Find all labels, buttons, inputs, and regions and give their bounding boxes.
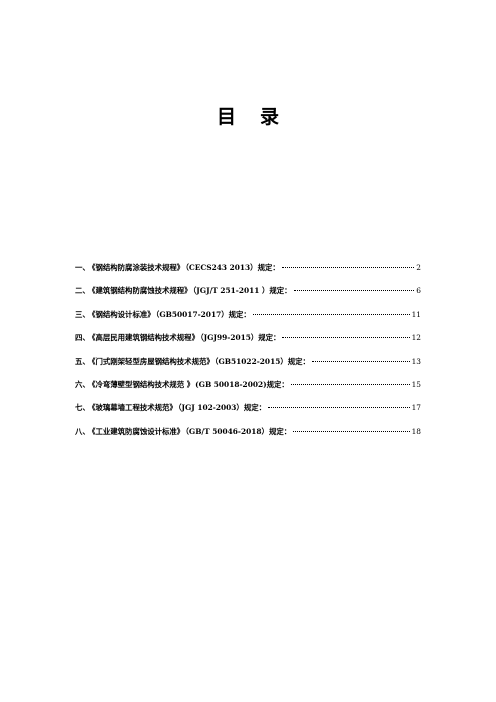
toc-entry-number: 四、 xyxy=(75,333,90,343)
toc-entry-title: 《建筑钢结构防腐蚀技术规程》 xyxy=(91,286,192,296)
toc-dot-leader xyxy=(290,383,410,385)
toc-entry-title: 《冷弯薄壁型钢结构技术规范 》 xyxy=(91,379,195,389)
toc-dot-leader xyxy=(293,430,410,432)
toc-entry-number: 五、 xyxy=(75,356,90,366)
toc-entry[interactable]: 五、《门式刚架轻型房屋钢结构技术规范》（GB51022-2015）规定： 13 xyxy=(75,356,421,379)
toc-entry-code: （GB/T 50046-2018）规定： xyxy=(185,426,292,436)
toc-entry-number: 七、 xyxy=(75,403,90,413)
toc-entry-code: （JGJ 102-2003）规定： xyxy=(177,403,266,413)
toc-entry-title: 《门式刚架轻型房屋钢结构技术规范》 xyxy=(91,356,214,366)
toc-entry-number: 一、 xyxy=(75,263,90,272)
toc-dot-leader xyxy=(252,313,410,315)
toc-dot-leader xyxy=(311,360,410,362)
toc-entry-text: 四、《高层民用建筑钢结构技术规程》（JGJ99-2015）规定： xyxy=(75,332,280,343)
toc-entry[interactable]: 四、《高层民用建筑钢结构技术规程》（JGJ99-2015）规定： 12 xyxy=(75,332,421,355)
toc-entry-text: 五、《门式刚架轻型房屋钢结构技术规范》（GB51022-2015）规定： xyxy=(75,356,310,367)
toc-entry[interactable]: 六、《冷弯薄壁型钢结构技术规范 》(GB 50018-2002)规定： 15 xyxy=(75,379,421,402)
toc-entry-text: 三、《钢结构设计标准》（GB50017-2017）规定： xyxy=(75,309,251,320)
toc-entry-number: 六、 xyxy=(75,379,90,389)
toc-entry-page: 13 xyxy=(411,356,421,366)
toc-entry-page: 17 xyxy=(411,403,421,413)
toc-entry-number: 三、 xyxy=(75,309,90,319)
toc-entry-title: 《钢结构防腐涂装技术规程》 xyxy=(91,263,185,272)
toc-entry-page: 18 xyxy=(411,426,421,436)
toc-dot-leader xyxy=(282,337,410,339)
toc-entry-text: 七、《玻璃幕墙工程技术规范》（JGJ 102-2003）规定： xyxy=(75,402,266,413)
toc-dot-leader xyxy=(268,407,410,409)
page-title: 目录 xyxy=(216,106,303,128)
toc-entry-code: （CECS243 2013）规定： xyxy=(185,263,280,272)
toc-entry-title: 《高层民用建筑钢结构技术规程》 xyxy=(91,333,199,343)
toc-dot-leader xyxy=(293,290,415,292)
toc-entry-page: 12 xyxy=(411,333,421,343)
toc-entry-text: 八、《工业建筑防腐蚀设计标准》（GB/T 50046-2018）规定： xyxy=(75,426,291,437)
toc-entry-text: 二、《建筑钢结构防腐蚀技术规程》（JGJ/T 251-2011 ）规定： xyxy=(75,285,292,296)
toc-entry-text: 一、《钢结构防腐涂装技术规程》（CECS243 2013）规定： xyxy=(75,262,280,273)
toc-entry[interactable]: 一、《钢结构防腐涂装技术规程》（CECS243 2013）规定： 2 xyxy=(75,262,421,285)
toc-dot-leader xyxy=(281,267,415,268)
toc-entry-title: 《玻璃幕墙工程技术规范》 xyxy=(91,403,177,413)
toc-entry-page: 2 xyxy=(416,263,421,272)
toc-entry-code: （JGJ/T 251-2011 ）规定： xyxy=(192,286,292,296)
toc-entry-code: (GB 50018-2002)规定： xyxy=(195,379,289,389)
toc-entry-code: （JGJ99-2015）规定： xyxy=(199,333,281,343)
toc-entry[interactable]: 七、《玻璃幕墙工程技术规范》（JGJ 102-2003）规定： 17 xyxy=(75,402,421,425)
toc-entry[interactable]: 八、《工业建筑防腐蚀设计标准》（GB/T 50046-2018）规定： 18 xyxy=(75,426,421,449)
toc-entry-number: 八、 xyxy=(75,426,90,436)
toc-entry-number: 二、 xyxy=(75,286,90,296)
toc-entry[interactable]: 二、《建筑钢结构防腐蚀技术规程》（JGJ/T 251-2011 ）规定： 6 xyxy=(75,285,421,308)
toc-entry-title: 《钢结构设计标准》 xyxy=(91,309,155,319)
toc-entry-code: （GB50017-2017）规定： xyxy=(155,309,251,319)
toc-entry[interactable]: 三、《钢结构设计标准》（GB50017-2017）规定： 11 xyxy=(75,309,421,332)
toc-entry-page: 15 xyxy=(411,379,421,389)
toc-entry-page: 6 xyxy=(416,286,421,296)
toc-entry-title: 《工业建筑防腐蚀设计标准》 xyxy=(91,426,185,436)
table-of-contents: 一、《钢结构防腐涂装技术规程》（CECS243 2013）规定： 2 二、《建筑钢结… xyxy=(75,262,421,449)
toc-entry-text: 六、《冷弯薄壁型钢结构技术规范 》(GB 50018-2002)规定： xyxy=(75,379,289,390)
toc-entry-code: （GB51022-2015）规定： xyxy=(214,356,310,366)
toc-entry-page: 11 xyxy=(411,309,421,319)
